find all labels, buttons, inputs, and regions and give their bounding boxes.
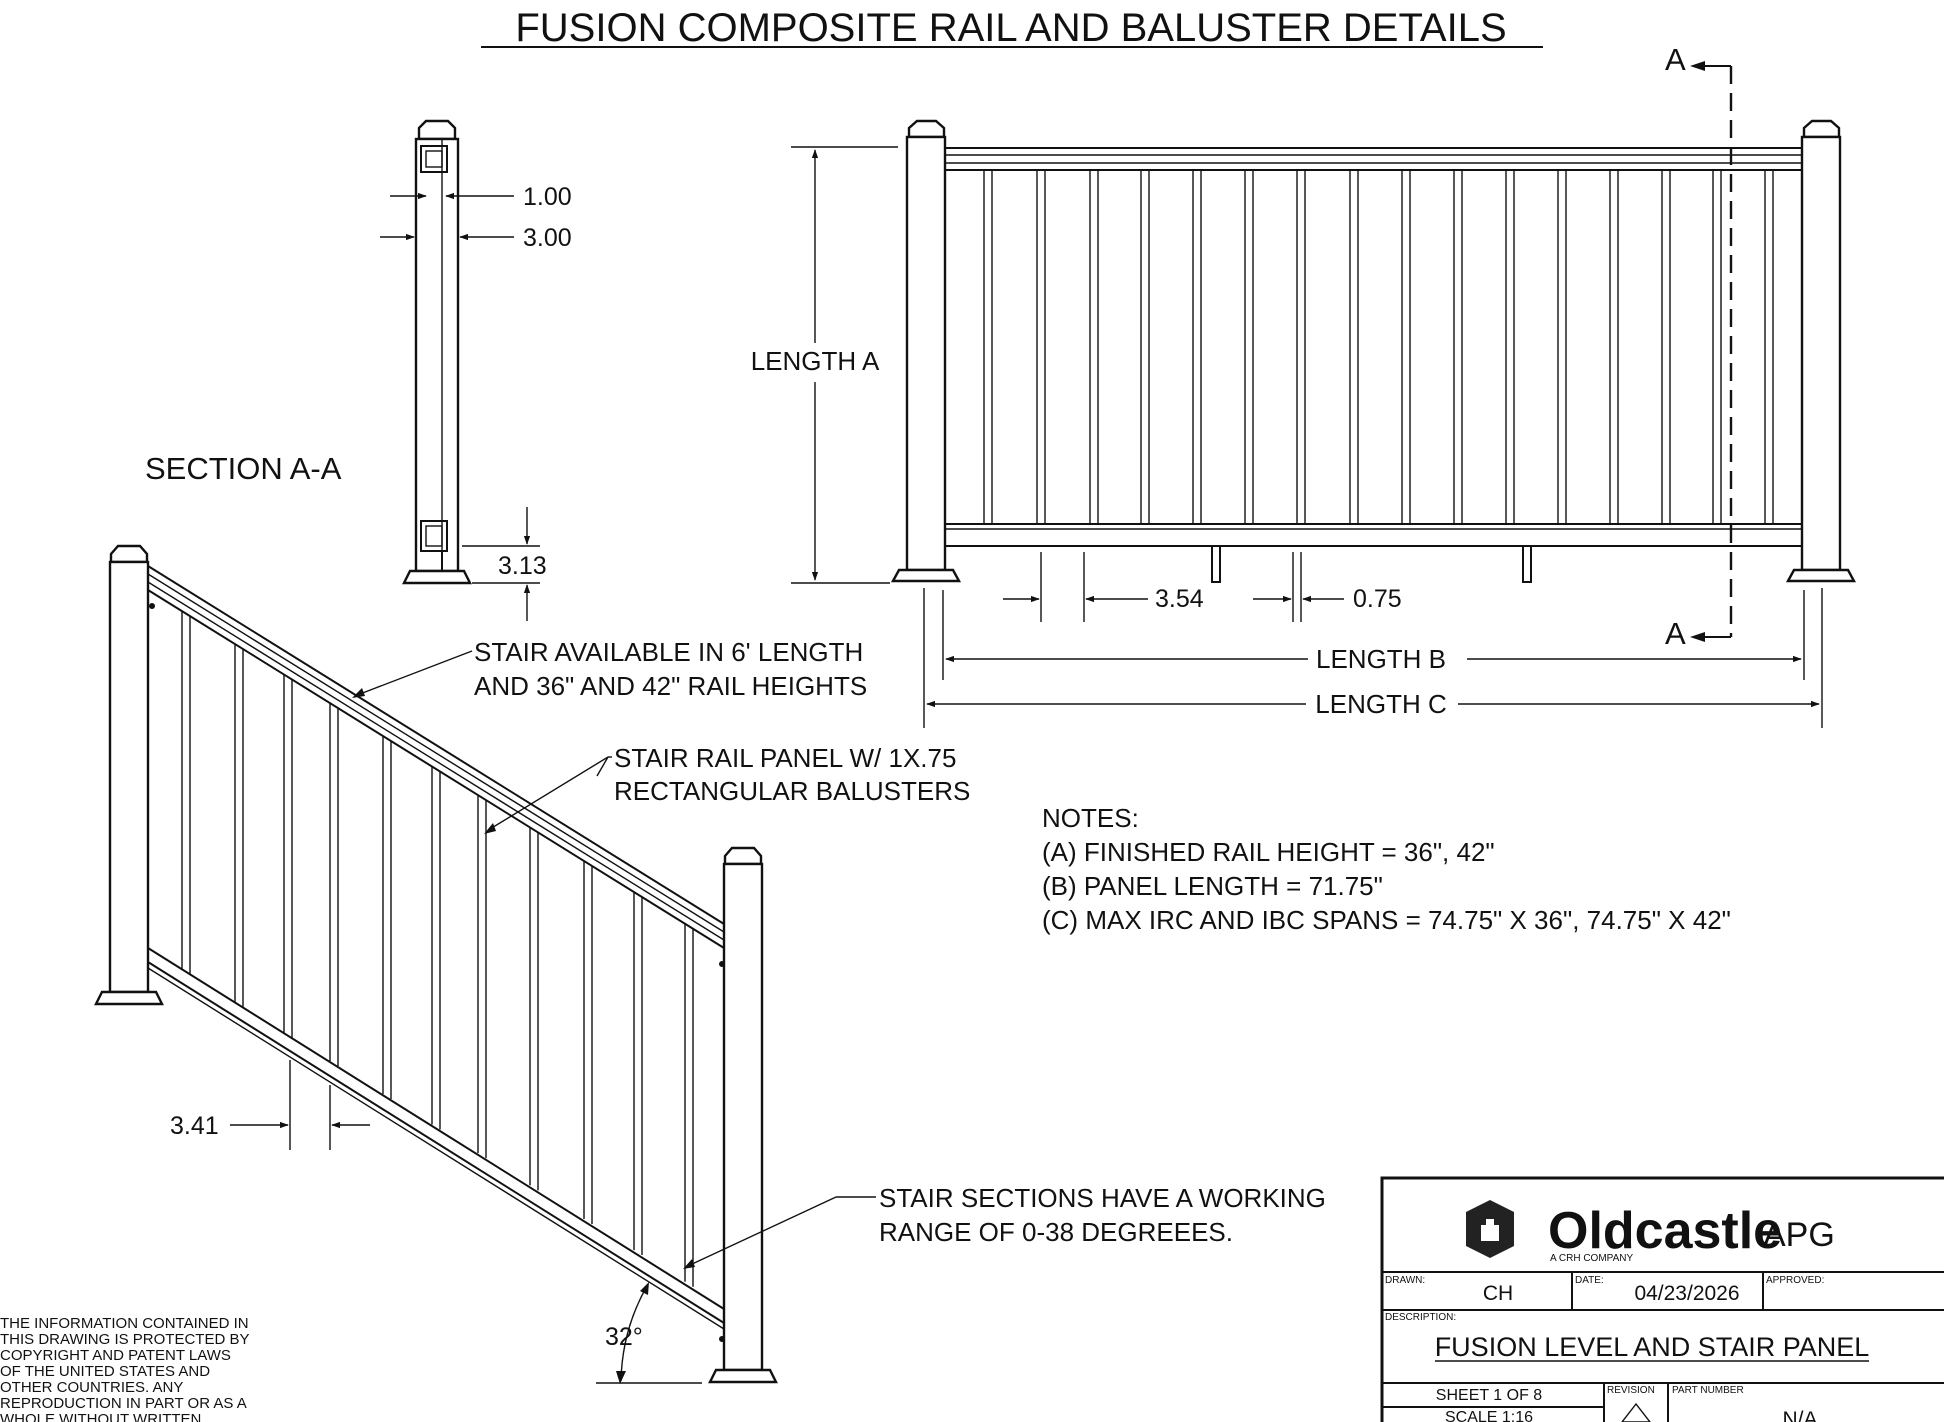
- section-dim-bottom: [462, 507, 540, 621]
- drawing-title: FUSION COMPOSITE RAIL AND BALUSTER DETAI…: [515, 6, 1506, 50]
- section-a-a-view: [402, 119, 472, 585]
- callout-range-line-2: RANGE OF 0-38 DEGREEES.: [879, 1217, 1233, 1247]
- revision-triangle-icon: [1621, 1402, 1651, 1422]
- legal-line-7: WHOLE WITHOUT WRITTEN: [0, 1411, 201, 1422]
- note-c: (C) MAX IRC AND IBC SPANS = 74.75" X 36"…: [1042, 905, 1731, 935]
- note-a: (A) FINISHED RAIL HEIGHT = 36", 42": [1042, 837, 1495, 867]
- logo-tagline: A CRH COMPANY: [1550, 1253, 1633, 1264]
- cut-marker-top: A: [1665, 42, 1686, 77]
- date-label: DATE:: [1575, 1275, 1604, 1286]
- logo-name: Oldcastle: [1548, 1202, 1782, 1260]
- baluster-spacing-dimension: [1003, 552, 1344, 622]
- dim-bottom-gap: 3.13: [498, 552, 547, 580]
- legal-line-4: OF THE UNITED STATES AND: [0, 1363, 210, 1380]
- description-value: FUSION LEVEL AND STAIR PANEL: [1435, 1332, 1870, 1362]
- part-number-value: N/A: [1782, 1408, 1817, 1422]
- revision-label: REVISION: [1607, 1385, 1655, 1396]
- level-panel-view: [890, 119, 1857, 583]
- oldcastle-logo-icon: [1466, 1200, 1514, 1258]
- legal-line-1: THE INFORMATION CONTAINED IN: [0, 1315, 249, 1332]
- stair-angle-dimension: [596, 1282, 702, 1384]
- dim-top-width: 1.00: [523, 183, 572, 211]
- section-label: SECTION A-A: [145, 451, 342, 486]
- legal-line-6: REPRODUCTION IN PART OR AS A: [0, 1395, 247, 1412]
- sheet-number: SHEET 1 OF 8: [1436, 1387, 1543, 1404]
- legal-line-3: COPYRIGHT AND PATENT LAWS: [0, 1347, 231, 1364]
- approved-label: APPROVED:: [1766, 1275, 1824, 1286]
- dim-stair-spacing: 3.41: [170, 1112, 219, 1140]
- callout-panel-line-1: STAIR RAIL PANEL W/ 1X.75: [614, 743, 956, 773]
- callout-panel-line-2: RECTANGULAR BALUSTERS: [614, 776, 970, 806]
- stair-spacing-dimension: [230, 1060, 370, 1150]
- dim-post-width: 3.00: [523, 224, 572, 252]
- notes-heading: NOTES:: [1042, 803, 1139, 833]
- stair-callout-leaders: [352, 650, 876, 1269]
- dim-baluster-width: 0.75: [1353, 585, 1402, 613]
- cut-marker-bottom: A: [1665, 616, 1686, 651]
- section-dim-top: [380, 192, 514, 241]
- scale-value: SCALE 1:16: [1445, 1409, 1533, 1422]
- drawn-label: DRAWN:: [1385, 1275, 1425, 1286]
- length-b-label: LENGTH B: [1316, 644, 1446, 674]
- dim-stair-angle: 32°: [605, 1323, 643, 1351]
- section-cut-line: [1690, 61, 1733, 642]
- callout-length-line-2: AND 36" AND 42" RAIL HEIGHTS: [474, 671, 867, 701]
- date-value: 04/23/2026: [1634, 1282, 1739, 1305]
- callout-range-line-1: STAIR SECTIONS HAVE A WORKING: [879, 1183, 1326, 1213]
- description-label: DESCRIPTION:: [1385, 1312, 1456, 1323]
- logo-suffix: APG: [1763, 1216, 1835, 1254]
- stair-balusters: [181, 611, 694, 1287]
- stair-panel-view: [94, 544, 778, 1384]
- length-a-label: LENGTH A: [751, 346, 880, 376]
- part-number-label: PART NUMBER: [1672, 1385, 1744, 1396]
- note-b: (B) PANEL LENGTH = 71.75": [1042, 871, 1383, 901]
- legal-notice: THE INFORMATION CONTAINED IN THIS DRAWIN…: [0, 1315, 249, 1422]
- length-c-label: LENGTH C: [1315, 689, 1446, 719]
- length-b-c-dimension: [923, 588, 1823, 728]
- level-balusters: [983, 170, 1774, 524]
- title-block: [1380, 1176, 1944, 1422]
- dim-baluster-spacing: 3.54: [1155, 585, 1204, 613]
- length-a-dimension: [791, 146, 898, 584]
- drawn-value: CH: [1483, 1282, 1513, 1305]
- legal-line-5: OTHER COUNTRIES. ANY: [0, 1379, 183, 1396]
- callout-length-line-1: STAIR AVAILABLE IN 6' LENGTH: [474, 637, 863, 667]
- legal-line-2: THIS DRAWING IS PROTECTED BY: [0, 1331, 249, 1348]
